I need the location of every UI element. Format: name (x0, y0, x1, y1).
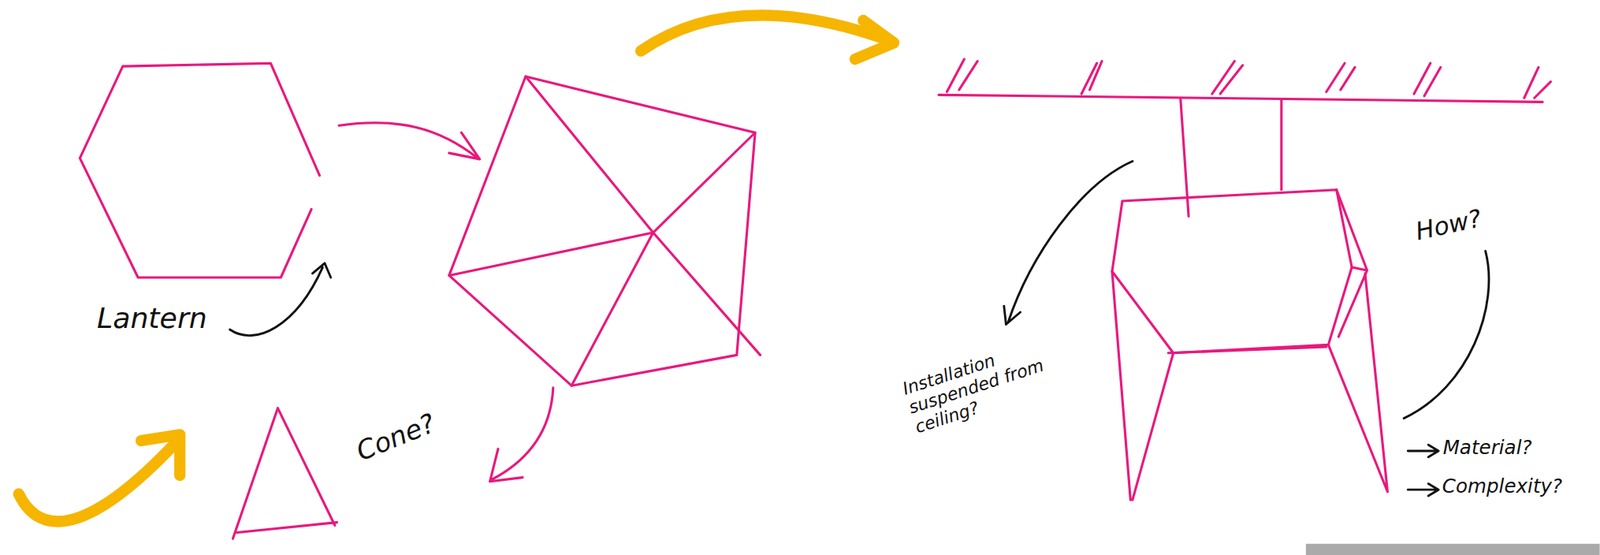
triangle-sketch (232, 408, 337, 540)
folded-shape (449, 76, 756, 386)
yellow-arrowhead (141, 434, 180, 476)
annotation-note: How? (1413, 197, 1519, 246)
shape-label: Cone? (352, 392, 478, 467)
bullet-note: Material? (1443, 436, 1586, 459)
hexagon-sketch (79, 63, 320, 278)
bullet-note: Complexity? (1442, 475, 1596, 498)
fold-lines (449, 76, 761, 386)
ceiling-line (938, 94, 1543, 102)
hanging-wire (1180, 97, 1282, 216)
lantern-body (1112, 189, 1352, 354)
grey-bar (1306, 543, 1600, 555)
flow-arrow (338, 122, 480, 160)
leader-line (1403, 250, 1489, 418)
flow-arrow (490, 387, 554, 482)
leader-arrow (1004, 160, 1133, 324)
annotation-note: Installation suspended from ceiling? (900, 326, 1084, 437)
yellow-arrow (640, 14, 890, 51)
shape-label: Lantern (96, 301, 281, 335)
yellow-arrowhead (855, 20, 894, 60)
leader-arrow (230, 263, 332, 336)
bullet-arrow (1407, 444, 1439, 496)
lantern-legs (1112, 271, 1388, 500)
yellow-arrow (18, 444, 175, 521)
ceiling-hatch (946, 59, 1551, 98)
lantern-face (1168, 189, 1367, 354)
